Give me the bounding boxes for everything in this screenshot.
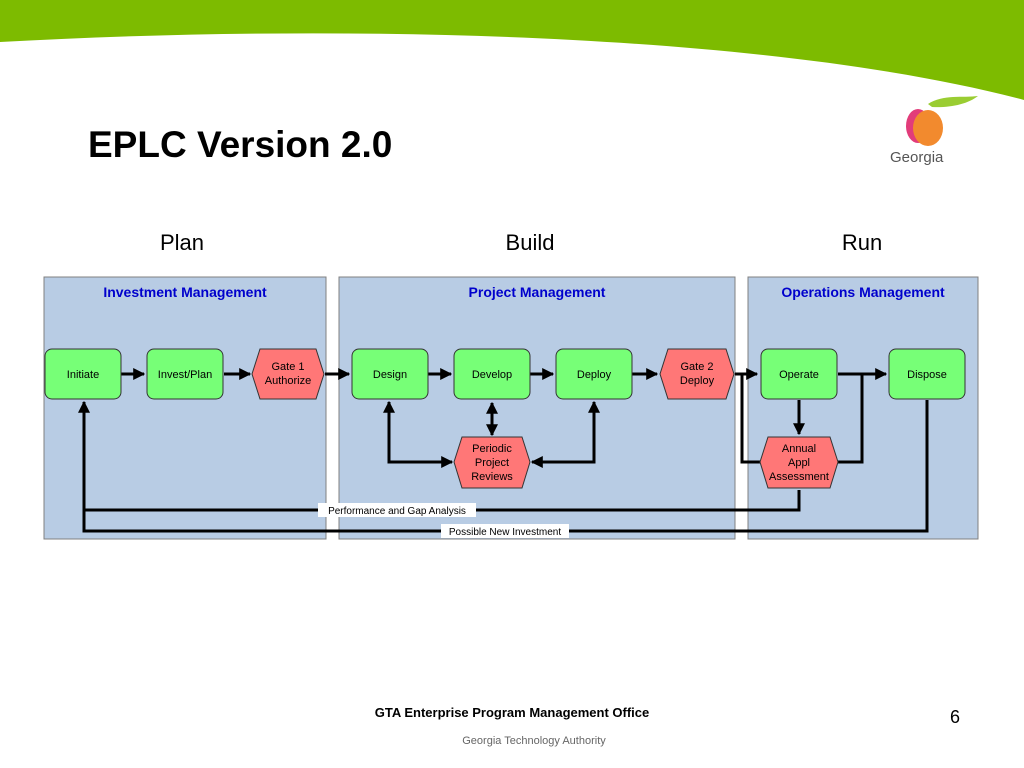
stage-dispose: Dispose <box>888 348 966 400</box>
panel-project-management <box>338 276 736 540</box>
periodic-project-reviews: Periodic Project Reviews <box>453 436 531 489</box>
slide-title: EPLC Version 2.0 <box>88 124 393 165</box>
phase-label-build: Build <box>505 230 555 255</box>
panel-title-investment: Investment Management <box>103 284 267 300</box>
gate-1-line-1: Gate 1 <box>271 361 304 373</box>
stage-develop-label: Develop <box>472 369 512 381</box>
stage-invest-plan-label: Invest/Plan <box>158 369 212 381</box>
footer-title: GTA Enterprise Program Management Office <box>374 705 650 720</box>
arrow-design-reviews <box>383 400 454 468</box>
reviews-line-2: Project <box>475 457 509 469</box>
phase-label-run: Run <box>841 230 883 255</box>
header-swoosh <box>0 0 1024 100</box>
logo-wordmark: Georgia <box>890 149 944 166</box>
stage-design: Design <box>351 348 429 400</box>
phase-label-plan: Plan <box>159 230 205 255</box>
stage-design-label: Design <box>373 369 407 381</box>
annual-line-1: Annual <box>782 443 816 455</box>
annual-line-3: Assessment <box>769 471 829 483</box>
stage-invest-plan: Invest/Plan <box>146 348 224 400</box>
label-performance-gap-text: Performance and Gap Analysis <box>328 506 466 517</box>
label-new-investment: Possible New Investment <box>441 524 569 538</box>
georgia-logo: Georgia <box>890 96 978 166</box>
line-annual-dispose <box>838 374 864 464</box>
stage-initiate-label: Initiate <box>67 369 99 381</box>
stage-develop: Develop <box>453 348 531 400</box>
gate-2-line-2: Deploy <box>680 375 715 387</box>
panel-title-operations: Operations Management <box>781 284 945 300</box>
panel-title-project: Project Management <box>469 284 606 300</box>
stage-operate-label: Operate <box>779 369 819 381</box>
stage-initiate: Initiate <box>44 348 122 400</box>
annual-line-2: Appl <box>788 457 810 469</box>
line-gate2-annual <box>740 374 760 464</box>
panel-investment-management <box>43 276 327 540</box>
gate-2: Gate 2 Deploy <box>659 348 735 400</box>
footer-subtitle: Georgia Technology Authority <box>462 735 606 747</box>
stage-dispose-label: Dispose <box>907 369 947 381</box>
reviews-line-3: Reviews <box>471 471 513 483</box>
logo-leaf <box>928 96 978 108</box>
stage-deploy-label: Deploy <box>577 369 612 381</box>
gate-1: Gate 1 Authorize <box>251 348 325 400</box>
label-performance-gap: Performance and Gap Analysis <box>318 503 476 517</box>
stage-deploy: Deploy <box>555 348 633 400</box>
logo-peach-front <box>913 110 943 146</box>
page-number: 6 <box>950 707 961 727</box>
gate-2-line-1: Gate 2 <box>680 361 713 373</box>
annual-appl-assessment: Annual Appl Assessment <box>759 436 839 489</box>
arrow-deploy-reviews <box>530 400 600 468</box>
gate-1-line-2: Authorize <box>265 375 311 387</box>
label-new-investment-text: Possible New Investment <box>449 527 561 538</box>
reviews-line-1: Periodic <box>472 443 512 455</box>
stage-operate: Operate <box>760 348 838 400</box>
